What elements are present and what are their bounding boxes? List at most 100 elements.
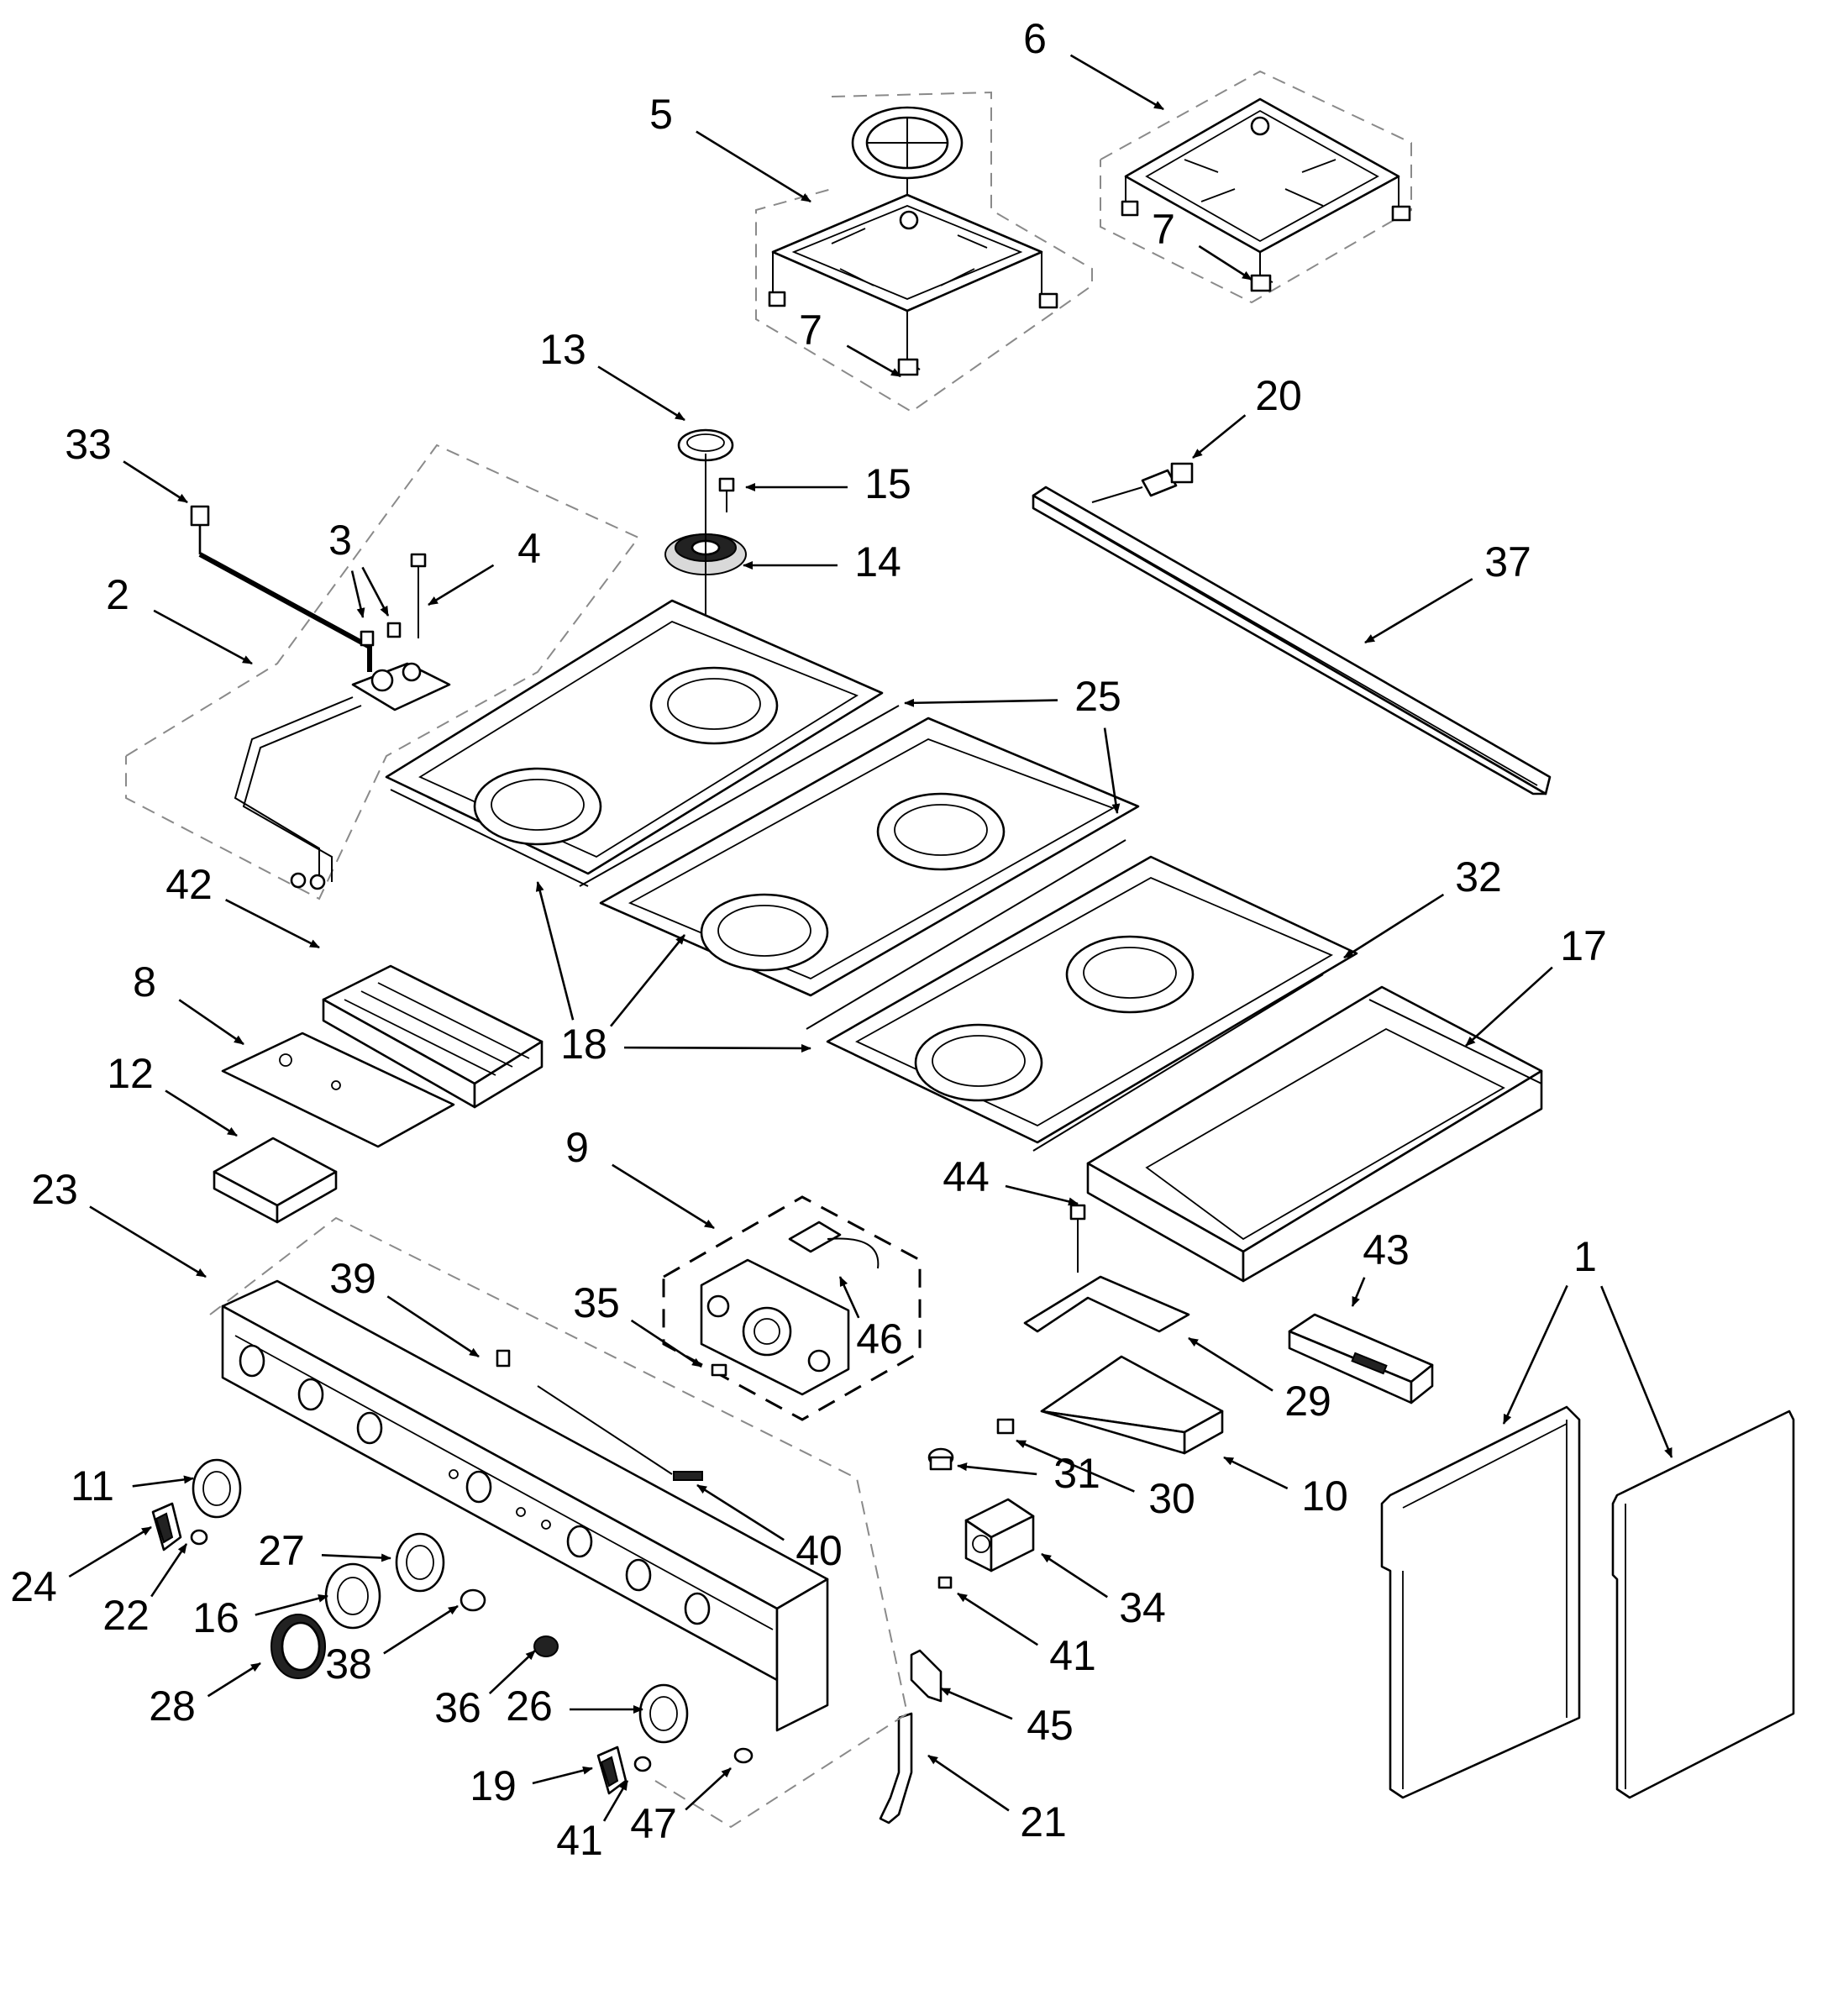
part-22: [190, 1529, 208, 1546]
callout-leader-c10: [1223, 1456, 1289, 1490]
callout-leader-c3b: [361, 566, 390, 617]
callout-label-c1a: 1: [1573, 1233, 1597, 1280]
callout-label-c38: 38: [325, 1641, 372, 1688]
side-panel-1-right: [1611, 1410, 1795, 1799]
callout-leader-c40: [696, 1483, 785, 1541]
callout-leader-c41b: [602, 1780, 629, 1822]
bezel-11: [192, 1458, 242, 1519]
callout-label-c33: 33: [65, 421, 112, 468]
ring-28: [270, 1614, 326, 1679]
screw-35: [711, 1363, 727, 1377]
part-36: [533, 1635, 559, 1657]
callout-leader-c29: [1188, 1336, 1273, 1392]
callout-leader-c38: [383, 1604, 459, 1655]
bracket-29: [1023, 1204, 1190, 1333]
callout-leader-c8: [178, 999, 244, 1046]
callout-leader-c34: [1041, 1552, 1108, 1599]
callout-label-c28: 28: [149, 1683, 196, 1730]
callout-leader-c33: [123, 460, 188, 504]
callout-label-c11: 11: [71, 1462, 114, 1509]
callout-leader-c18a: [535, 881, 575, 1021]
callout-label-c9: 9: [565, 1124, 589, 1171]
grate-5: [755, 91, 1093, 413]
callout-leader-c18b: [610, 934, 686, 1027]
bezel-26: [638, 1683, 689, 1744]
callout-label-c29: 29: [1284, 1378, 1331, 1425]
callout-leader-c22: [150, 1543, 188, 1598]
callout-label-c16: 16: [192, 1594, 239, 1641]
spark-module-9: [662, 1195, 922, 1421]
control-board-42: [322, 964, 544, 1109]
insulator-8: [221, 1032, 455, 1148]
callout-leader-c30: [1016, 1439, 1135, 1493]
callout-leader-c35: [630, 1319, 702, 1368]
burner-box-18-middle: [579, 705, 1140, 997]
callout-leader-c4: [428, 564, 495, 606]
callout-leader-c36: [488, 1650, 536, 1694]
callout-leader-c21: [927, 1754, 1010, 1812]
callout-leader-c16: [255, 1593, 328, 1616]
bezel-27: [395, 1532, 445, 1593]
bracket-45: [910, 1649, 943, 1703]
callout-leader-c31: [957, 1462, 1037, 1476]
knob-19: [596, 1746, 628, 1795]
screw-41-upper: [937, 1576, 953, 1589]
callout-label-c17: 17: [1560, 922, 1607, 969]
callout-leader-c28: [207, 1662, 261, 1698]
part-39: [496, 1349, 511, 1368]
box-10: [1040, 1355, 1224, 1455]
callout-leader-c12: [165, 1089, 238, 1137]
bezel-16: [324, 1562, 381, 1630]
callout-label-c8: 8: [133, 958, 156, 1005]
side-panel-1-left: [1380, 1405, 1581, 1799]
callout-label-c14: 14: [854, 538, 901, 585]
callout-label-c23: 23: [31, 1166, 78, 1213]
part-47: [733, 1747, 754, 1764]
burner-box-18-right: [806, 839, 1358, 1152]
callout-label-c30: 30: [1148, 1475, 1195, 1522]
callout-label-c27: 27: [258, 1527, 305, 1574]
callout-label-c45: 45: [1027, 1702, 1074, 1749]
control-panel-23: [209, 1216, 909, 1829]
callout-label-c32: 32: [1455, 853, 1502, 900]
part-31: [927, 1447, 954, 1471]
callout-leader-c27: [321, 1553, 391, 1562]
callout-leader-c47: [685, 1767, 732, 1811]
callout-leader-c46: [838, 1276, 860, 1319]
callout-leader-c25a: [904, 698, 1058, 707]
callout-label-c20: 20: [1255, 372, 1302, 419]
callout-label-c13: 13: [539, 326, 586, 373]
bracket-21: [879, 1712, 913, 1824]
callout-label-c7a: 7: [1152, 206, 1175, 253]
callout-leader-c25b: [1103, 727, 1121, 814]
callout-label-c40: 40: [796, 1527, 843, 1574]
callout-leader-c1b: [1600, 1285, 1673, 1458]
burner-assembly: [664, 428, 747, 697]
knob-24: [151, 1502, 182, 1551]
callout-label-c12: 12: [107, 1050, 154, 1097]
callout-leader-c1a: [1502, 1284, 1568, 1425]
screw-20: [1091, 462, 1194, 503]
callout-label-c43: 43: [1363, 1226, 1410, 1273]
callout-label-c36: 36: [434, 1684, 481, 1731]
callout-leader-c19: [532, 1766, 593, 1785]
part-30: [996, 1418, 1015, 1435]
callout-label-c15: 15: [864, 460, 911, 507]
callout-leader-c5: [696, 130, 811, 203]
callout-label-c25a: 25: [1074, 673, 1121, 720]
callout-leader-c42: [225, 899, 320, 949]
callout-label-c19: 19: [470, 1762, 517, 1809]
callout-leader-c45: [940, 1687, 1013, 1720]
callout-leader-c43: [1351, 1277, 1366, 1307]
callout-label-c26: 26: [506, 1683, 553, 1730]
callout-leader-c32: [1343, 893, 1445, 959]
callout-leader-c3a: [350, 570, 365, 618]
callout-label-c21: 21: [1020, 1798, 1067, 1845]
griddle-17: [1086, 985, 1543, 1283]
callout-leader-c37: [1364, 578, 1473, 644]
callout-leader-c17: [1465, 966, 1553, 1047]
part-41-lower: [633, 1756, 652, 1772]
callout-label-c34: 34: [1119, 1584, 1166, 1631]
